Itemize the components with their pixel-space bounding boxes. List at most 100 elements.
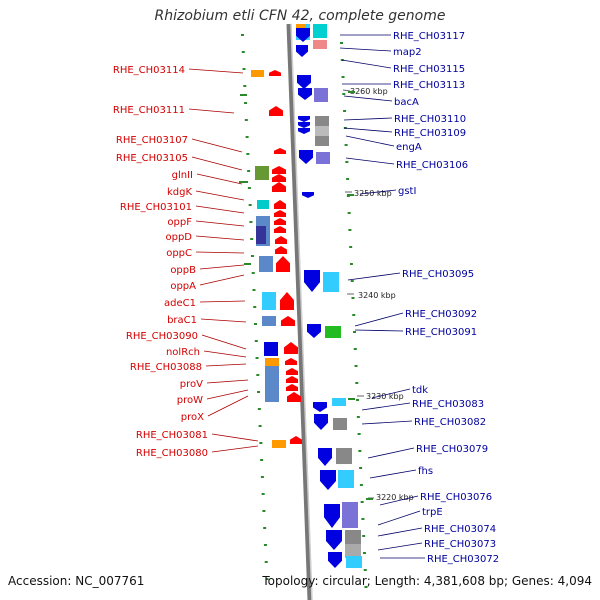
gene-feature: [336, 448, 352, 464]
gene-label-left[interactable]: proW: [177, 395, 203, 406]
gene-label-right[interactable]: RHE_CH03110: [394, 114, 466, 125]
tick-mark: [241, 51, 245, 53]
gene-feature: [256, 226, 266, 244]
tick-mark: [364, 586, 368, 588]
reverse-gene-arrow: [298, 128, 310, 134]
gene-label-left[interactable]: RHE_CH03088: [130, 362, 202, 373]
tick-mark: [349, 263, 353, 265]
gene-label-left[interactable]: RHE_CH03105: [116, 153, 188, 164]
gene-label-left[interactable]: oppC: [166, 248, 192, 259]
gene-label-right[interactable]: RHE_CH03083: [412, 399, 484, 410]
tick-mark: [253, 306, 257, 308]
gene-label-left[interactable]: oppD: [165, 232, 192, 243]
tick-mark: [361, 518, 365, 520]
major-tick: [244, 263, 251, 265]
gene-label-left[interactable]: proX: [181, 412, 204, 423]
leader-line: [367, 447, 415, 459]
gene-label-left[interactable]: braC1: [167, 315, 197, 326]
reverse-gene-arrow: [324, 504, 340, 528]
reverse-gene-arrow: [326, 530, 342, 550]
gene-label-right[interactable]: gstI: [398, 186, 416, 197]
gene-label-left[interactable]: RHE_CH03101: [120, 202, 192, 213]
leader-line: [195, 220, 245, 227]
gene-label-right[interactable]: RHE_CH03076: [420, 492, 492, 503]
forward-gene-arrow: [286, 376, 298, 383]
gene-label-right[interactable]: RHE_CH03106: [396, 160, 468, 171]
tick-mark: [254, 340, 258, 342]
tick-mark: [352, 314, 356, 316]
leader-line: [196, 173, 243, 185]
gene-feature: [265, 366, 279, 402]
gene-label-right[interactable]: RHE_CH03079: [416, 444, 488, 455]
major-tick: [366, 498, 373, 500]
gene-label-right[interactable]: bacA: [394, 97, 419, 108]
gene-label-left[interactable]: oppB: [170, 265, 196, 276]
svg-text:3260 kbp: 3260 kbp: [350, 87, 388, 96]
gene-label-right[interactable]: RHE_CH03109: [394, 128, 466, 139]
gene-label-left[interactable]: oppF: [167, 217, 192, 228]
gene-label-right[interactable]: trpE: [422, 507, 443, 518]
reverse-gene-arrow: [318, 448, 332, 466]
gene-feature: [296, 24, 306, 28]
gene-label-left[interactable]: RHE_CH03107: [116, 135, 188, 146]
gene-label-left[interactable]: kdgK: [167, 187, 192, 198]
gene-label-right[interactable]: RHE_CH03117: [393, 31, 465, 42]
tick-mark: [359, 467, 363, 469]
tick-mark: [362, 535, 366, 537]
tick-mark: [247, 187, 251, 189]
tick-mark: [245, 136, 249, 138]
forward-gene-arrow: [275, 236, 287, 244]
leader-line: [211, 445, 259, 453]
gene-label-left[interactable]: RHE_CH03111: [113, 105, 185, 116]
gene-label-right[interactable]: RHE_CH03113: [393, 80, 465, 91]
gene-label-left[interactable]: RHE_CH03090: [126, 331, 198, 342]
gene-label-right[interactable]: map2: [393, 47, 422, 58]
gene-label-left[interactable]: proV: [180, 379, 203, 390]
gene-feature: [314, 88, 328, 102]
gene-feature: [316, 152, 330, 164]
gene-label-right[interactable]: RHE_CH03092: [405, 309, 477, 320]
gene-label-left[interactable]: adeC1: [164, 298, 196, 309]
gene-label-left[interactable]: nolRch: [166, 347, 200, 358]
reverse-gene-arrow: [304, 270, 320, 292]
reverse-gene-arrow: [328, 552, 342, 568]
forward-gene-arrow: [269, 106, 283, 116]
gene-label-right[interactable]: RHE_CH03095: [402, 269, 474, 280]
leader-line: [343, 127, 393, 133]
gene-label-right[interactable]: fhs: [418, 466, 433, 477]
tick-mark: [353, 331, 357, 333]
gene-feature: [265, 358, 279, 366]
reverse-gene-arrow: [302, 192, 314, 198]
gene-label-right[interactable]: RHE_CH03072: [427, 554, 499, 565]
gene-label-right[interactable]: engA: [396, 142, 422, 153]
gene-feature: [346, 556, 362, 568]
tick-mark: [247, 170, 251, 172]
gene-label-right[interactable]: RHE_CH03082: [414, 417, 486, 428]
gene-label-left[interactable]: RHE_CH03114: [113, 65, 185, 76]
tick-mark: [341, 76, 345, 78]
gene-label-right[interactable]: tdk: [412, 385, 428, 396]
leader-line: [369, 469, 417, 479]
gene-label-left[interactable]: oppA: [170, 281, 196, 292]
gene-label-right[interactable]: RHE_CH03115: [393, 64, 465, 75]
gene-label-right[interactable]: RHE_CH03073: [424, 539, 496, 550]
leader-line: [339, 47, 392, 52]
gene-label-right[interactable]: RHE_CH03091: [405, 327, 477, 338]
leader-line: [377, 542, 423, 551]
forward-gene-arrow: [272, 174, 286, 182]
gene-feature: [262, 316, 276, 326]
gene-label-left[interactable]: RHE_CH03081: [136, 430, 208, 441]
tick-mark: [257, 391, 261, 393]
tick-mark: [356, 416, 360, 418]
gene-feature: [313, 24, 327, 38]
gene-label-left[interactable]: RHE_CH03080: [136, 448, 208, 459]
gene-label-right[interactable]: RHE_CH03074: [424, 524, 496, 535]
gene-label-left[interactable]: glnII: [172, 170, 193, 181]
major-tick: [348, 91, 355, 93]
leader-line: [211, 433, 259, 442]
gene-feature: [345, 530, 361, 544]
tick-mark: [259, 442, 263, 444]
leader-line: [200, 318, 247, 323]
leader-line: [206, 379, 249, 384]
